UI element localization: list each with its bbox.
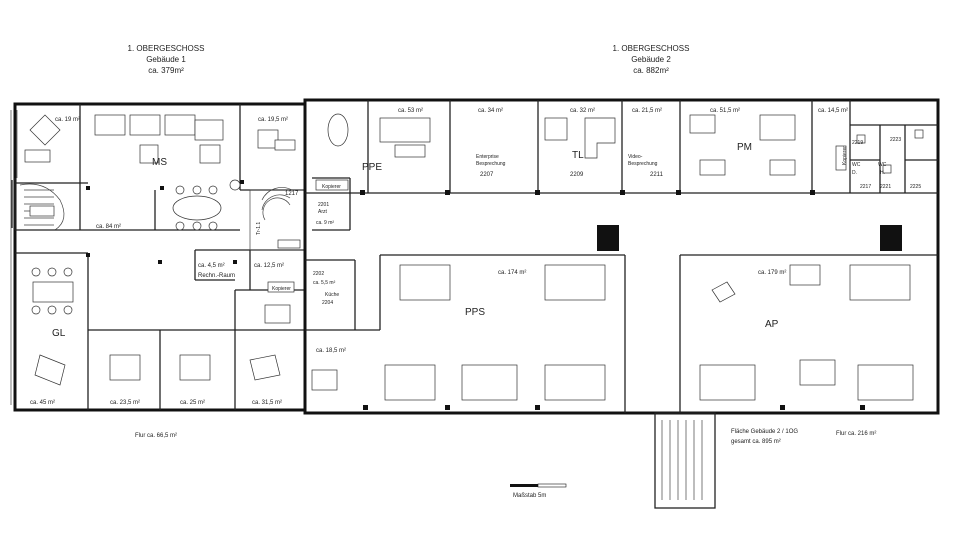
room-number: 2209 (570, 172, 584, 178)
room-number: 2211 (650, 172, 664, 178)
scale-bar: Maßstab 5m (510, 483, 567, 499)
area-label: ca. 4,5 m² (198, 263, 225, 269)
header-building-1-name: Gebäude 1 (146, 55, 186, 64)
area-label: ca. 179 m² (758, 270, 786, 276)
area-label: ca. 53 m² (398, 108, 423, 114)
room-label-tr: Tr-1.1 (256, 222, 262, 235)
room-number: 2223 (890, 137, 901, 143)
area-label: ca. 5,5 m² (313, 280, 336, 286)
area-label: ca. 19,5 m² (258, 117, 288, 123)
area-label: ca. 19 m² (55, 117, 80, 123)
area-label: ca. 9 m² (316, 220, 334, 226)
room-number: 2219 (852, 140, 863, 146)
room-label-enterprise-2: Besprechung (476, 161, 506, 167)
room-label-wc: WC (878, 162, 887, 168)
building-2-furniture (311, 113, 924, 401)
area-label: ca. 12,5 m² (254, 263, 284, 269)
flur-area-2: Flur ca. 216 m² (836, 431, 876, 437)
area-label: ca. 25 m² (180, 400, 205, 406)
header-building-1-area: ca. 379m² (148, 66, 184, 75)
building-1-labels: ca. 19 m² ca. 19,5 m² MS ca. 84 m² ca. 4… (30, 117, 299, 406)
room-label-ap: AP (765, 319, 779, 330)
room-label-kopierer: Kopierer (842, 146, 848, 165)
flache-area-line2: gesamt ca. 895 m² (731, 439, 781, 445)
header-building-2-floor: 1. OBERGESCHOSS (613, 44, 690, 53)
room-label-ppe: PPE (362, 162, 382, 173)
room-label-kuche: Küche (325, 292, 339, 298)
flur-area-1: Flur ca. 66,5 m² (135, 433, 177, 439)
room-label-h: H. (880, 170, 885, 176)
room-number: 2225 (910, 184, 921, 190)
room-label-pm: PM (737, 142, 752, 153)
header-building-2-name: Gebäude 2 (631, 55, 671, 64)
room-label-video: Video- (628, 154, 643, 160)
room-number: 2202 (313, 271, 324, 277)
room-label-kopierer: Kopierer (322, 184, 341, 190)
area-label: ca. 34 m² (478, 108, 503, 114)
room-number: 2207 (480, 172, 494, 178)
room-number: 2204 (322, 300, 333, 306)
room-label-video-2: Besprechung (628, 161, 658, 167)
building-2-labels: ca. 53 m² ca. 34 m² ca. 32 m² ca. 21,5 m… (313, 108, 921, 354)
room-label-kopierer: Kopierer (272, 286, 291, 292)
area-label: ca. 84 m² (96, 224, 121, 230)
flache-area-line1: Fläche Gebäude 2 / 1OG (731, 429, 798, 435)
room-label-tl: TL (572, 150, 584, 161)
room-label-arzt: Arzt (318, 209, 328, 215)
room-label-rechner: Rechn.-Raum (198, 273, 235, 279)
header-building-2-area: ca. 882m² (633, 66, 669, 75)
room-number: 2221 (880, 184, 891, 190)
area-label: ca. 18,5 m² (316, 348, 346, 354)
room-label-wc: WC (852, 162, 861, 168)
room-number: 2201 (318, 202, 329, 208)
room-label-d: D. (852, 170, 857, 176)
scale-label: Maßstab 5m (513, 493, 546, 499)
area-label: ca. 21,5 m² (632, 108, 662, 114)
area-label: ca. 51,5 m² (710, 108, 740, 114)
room-label-enterprise: Enterprise (476, 154, 499, 160)
area-label: ca. 45 m² (30, 400, 55, 406)
area-label: ca. 32 m² (570, 108, 595, 114)
footer: Flur ca. 66,5 m² Fläche Gebäude 2 / 1OG … (135, 429, 876, 499)
room-number: 2217 (860, 184, 871, 190)
building-1-furniture (24, 114, 296, 386)
room-label-gl: GL (52, 328, 66, 339)
area-label: ca. 14,5 m² (818, 108, 848, 114)
building-2-walls (303, 98, 940, 509)
room-label-ms: MS (152, 157, 167, 168)
area-label: ca. 23,5 m² (110, 400, 140, 406)
room-label-1217: 1217 (285, 191, 299, 197)
area-label: ca. 31,5 m² (252, 400, 282, 406)
header-building-2: 1. OBERGESCHOSS Gebäude 2 ca. 882m² (613, 44, 690, 75)
header-building-1: 1. OBERGESCHOSS Gebäude 1 ca. 379m² (128, 44, 205, 75)
header-building-1-floor: 1. OBERGESCHOSS (128, 44, 205, 53)
room-label-pps: PPS (465, 307, 485, 318)
area-label: ca. 174 m² (498, 270, 526, 276)
